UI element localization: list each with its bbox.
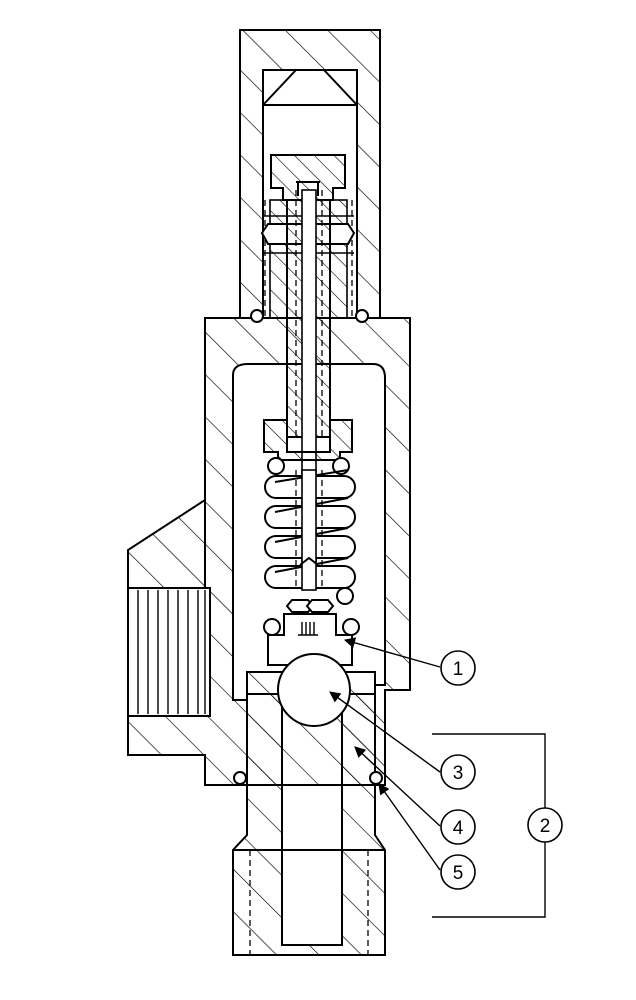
ball-holder — [267, 613, 353, 666]
callout-1: 1 — [440, 650, 476, 686]
svg-text:3: 3 — [453, 763, 464, 784]
adjuster-sleeve-right — [329, 199, 348, 319]
cap-inner-chamfer — [262, 69, 358, 106]
o-ring-top-right — [355, 309, 369, 323]
side-port — [127, 587, 211, 717]
o-ring-bottom-right — [369, 771, 383, 785]
leader-4 — [354, 746, 441, 827]
side-port-threads — [137, 590, 206, 714]
callout-5: 5 — [440, 854, 476, 890]
leader-5 — [378, 783, 441, 871]
spring-upper-retainer — [263, 419, 353, 461]
callout-2: 2 — [527, 807, 563, 843]
o-ring-top-left — [250, 309, 264, 323]
lower-nut — [285, 599, 315, 613]
spring-ball-upper-left — [267, 457, 285, 475]
o-ring-bottom-left — [233, 771, 247, 785]
callout-3: 3 — [440, 754, 476, 790]
svg-text:4: 4 — [453, 818, 464, 839]
leader-3 — [329, 691, 441, 773]
leader-1 — [343, 637, 441, 668]
adjuster-sleeve-left — [269, 199, 288, 319]
svg-text:2: 2 — [540, 816, 551, 837]
spring — [264, 469, 356, 591]
svg-text:5: 5 — [453, 863, 464, 884]
callout-4: 4 — [440, 809, 476, 845]
valve-ball — [277, 653, 351, 727]
svg-text:1: 1 — [453, 659, 464, 680]
